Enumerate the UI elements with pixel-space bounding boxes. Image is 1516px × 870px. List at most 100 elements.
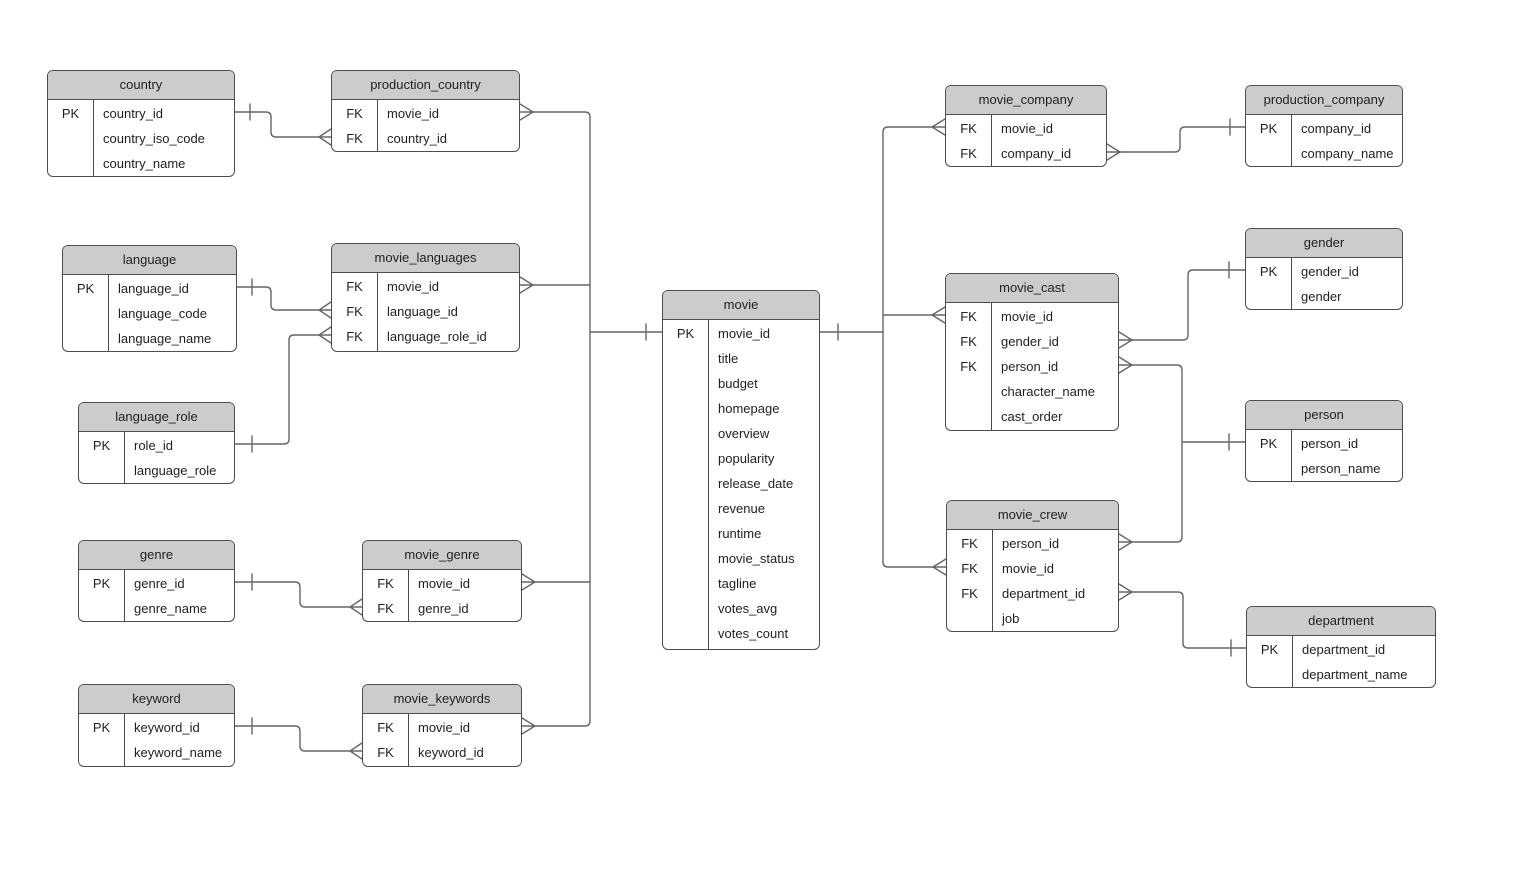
- connector-production_company.company_id[interactable]: [1106, 118, 1246, 161]
- entity-title-movie_cast[interactable]: movie_cast: [946, 274, 1118, 303]
- key-cell-fk-movie_id: FK: [377, 720, 394, 735]
- attribute-movie_crew-movie_id: movie_id: [1002, 561, 1055, 576]
- connector-gender.gender_id[interactable]: [1118, 261, 1246, 349]
- attribute-language_role-language_role: language_role: [134, 463, 217, 478]
- entity-title-language_role[interactable]: language_role: [79, 403, 234, 432]
- entity-title-movie_company[interactable]: movie_company: [946, 86, 1106, 115]
- many-marker-crow-foot: [348, 742, 363, 760]
- connector-language.language_id[interactable]: [236, 278, 332, 319]
- connector-language_role.role_id[interactable]: [234, 326, 332, 453]
- attribute-movie_cast-character_name: character_name: [1001, 384, 1095, 399]
- key-cell-empty: [946, 404, 991, 429]
- relationship-line[interactable]: [1131, 591, 1247, 649]
- entity-title-language[interactable]: language: [63, 246, 236, 275]
- attribute-production_country-country_id: country_id: [387, 131, 447, 146]
- entity-title-movie[interactable]: movie: [663, 291, 819, 320]
- connector-movie.movie_id[interactable]: [519, 103, 663, 735]
- entity-title-production_country[interactable]: production_country: [332, 71, 519, 100]
- connector-movie.movie_id[interactable]: [819, 118, 947, 576]
- key-column: PK: [1247, 635, 1293, 687]
- relationship-line[interactable]: [532, 111, 591, 727]
- key-cell-empty: [663, 346, 708, 371]
- key-column: PK: [79, 569, 125, 621]
- entity-title-production_company[interactable]: production_company: [1246, 86, 1402, 115]
- key-cell-empty: [663, 446, 708, 471]
- relationship-line[interactable]: [234, 725, 351, 752]
- attribute-keyword-keyword_id: keyword_id: [134, 720, 200, 735]
- key-column: PK: [48, 99, 94, 176]
- entity-title-movie_languages[interactable]: movie_languages: [332, 244, 519, 273]
- connector-genre.genre_id[interactable]: [234, 573, 363, 616]
- relationship-line[interactable]: [1119, 126, 1246, 153]
- attribute-movie_keywords-movie_id: movie_id: [418, 720, 471, 735]
- key-cell-pk-person_id: PK: [1259, 436, 1278, 451]
- relationship-line[interactable]: [234, 581, 351, 608]
- entity-title-gender[interactable]: gender: [1246, 229, 1402, 258]
- entity-title-genre[interactable]: genre: [79, 541, 234, 570]
- entity-title-movie_crew[interactable]: movie_crew: [947, 501, 1118, 530]
- key-cell-empty: [63, 301, 108, 326]
- attribute-movie-budget: budget: [718, 376, 758, 391]
- attribute-movie_languages-movie_id: movie_id: [387, 279, 440, 294]
- connector-country.country_id[interactable]: [234, 103, 332, 146]
- attribute-movie-votes_count: votes_count: [718, 626, 789, 641]
- connector-department.department_id[interactable]: [1118, 583, 1247, 657]
- key-cell-fk-language_id: FK: [346, 304, 363, 319]
- entity-title-person[interactable]: person: [1246, 401, 1402, 430]
- relationship-line[interactable]: [882, 126, 934, 568]
- key-cell-pk-keyword_id: PK: [92, 720, 111, 735]
- attribute-movie_cast-cast_order: cast_order: [1001, 409, 1063, 424]
- connector-keyword.keyword_id[interactable]: [234, 717, 363, 760]
- entity-title-keyword[interactable]: keyword: [79, 685, 234, 714]
- attribute-production_company-company_name: company_name: [1301, 146, 1394, 161]
- entity-title-country[interactable]: country: [48, 71, 234, 100]
- entity-title-movie_genre[interactable]: movie_genre: [363, 541, 521, 570]
- relationship-line[interactable]: [1131, 364, 1183, 543]
- attribute-gender-gender: gender: [1301, 289, 1342, 304]
- relationship-line[interactable]: [234, 334, 320, 445]
- key-cell-empty: [663, 521, 708, 546]
- entity-title-movie_keywords[interactable]: movie_keywords: [363, 685, 521, 714]
- many-marker-crow-foot: [317, 301, 332, 319]
- connector-person.person_id[interactable]: [1118, 356, 1246, 551]
- key-cell-empty: [48, 151, 93, 176]
- relationship-line[interactable]: [1131, 269, 1246, 341]
- relationship-line[interactable]: [234, 111, 320, 138]
- attribute-movie-runtime: runtime: [718, 526, 762, 541]
- relationship-line[interactable]: [236, 286, 320, 311]
- attribute-department-department_name: department_name: [1302, 667, 1408, 682]
- key-cell-empty: [63, 326, 108, 351]
- attribute-production_company-company_id: company_id: [1301, 121, 1372, 136]
- attribute-movie-title: title: [718, 351, 739, 366]
- key-cell-fk-movie_id: FK: [346, 106, 363, 121]
- entity-title-department[interactable]: department: [1247, 607, 1435, 636]
